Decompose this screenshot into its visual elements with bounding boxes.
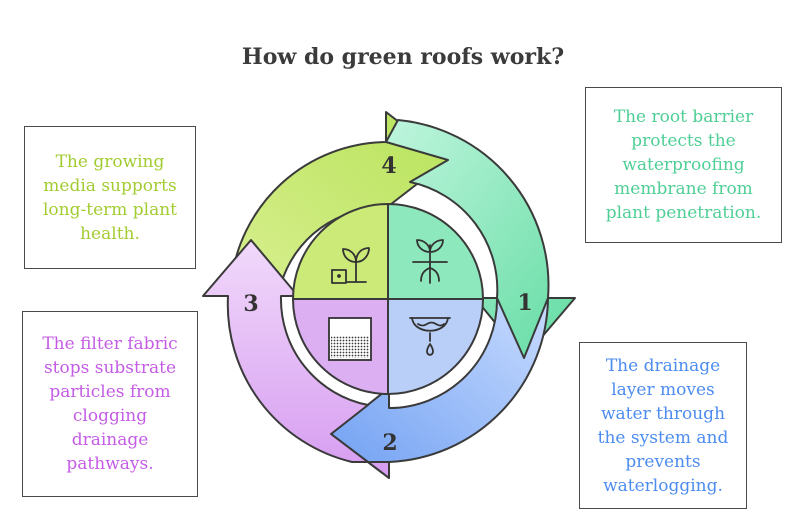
- step-number-2: 2: [382, 430, 397, 456]
- note-root-barrier-text: The root barrier protects the waterproof…: [605, 107, 762, 223]
- note-root-barrier: The root barrier protects the waterproof…: [585, 87, 782, 243]
- cycle-arrow-3: [202, 239, 390, 479]
- sprout-roots-icon: [412, 239, 448, 284]
- step-number-1: 1: [517, 290, 532, 316]
- water-drain-icon: [409, 317, 451, 356]
- inner-quadrants: [291, 202, 485, 396]
- step-number-4: 4: [381, 153, 396, 179]
- filter-fabric-icon: [328, 317, 372, 361]
- step-number-3: 3: [243, 291, 258, 317]
- note-growing-media: The growing media supports long-term pla…: [24, 126, 196, 269]
- note-filter-fabric: The filter fabric stops substrate partic…: [22, 311, 198, 497]
- note-filter-fabric-text: The filter fabric stops substrate partic…: [42, 334, 178, 474]
- note-growing-media-text: The growing media supports long-term pla…: [42, 151, 178, 244]
- note-drainage-layer: The drainage layer moves water through t…: [579, 342, 747, 509]
- seedling-soil-icon: [331, 247, 370, 284]
- note-drainage-layer-text: The drainage layer moves water through t…: [597, 355, 729, 496]
- diagram-title: How do green roofs work?: [241, 44, 565, 70]
